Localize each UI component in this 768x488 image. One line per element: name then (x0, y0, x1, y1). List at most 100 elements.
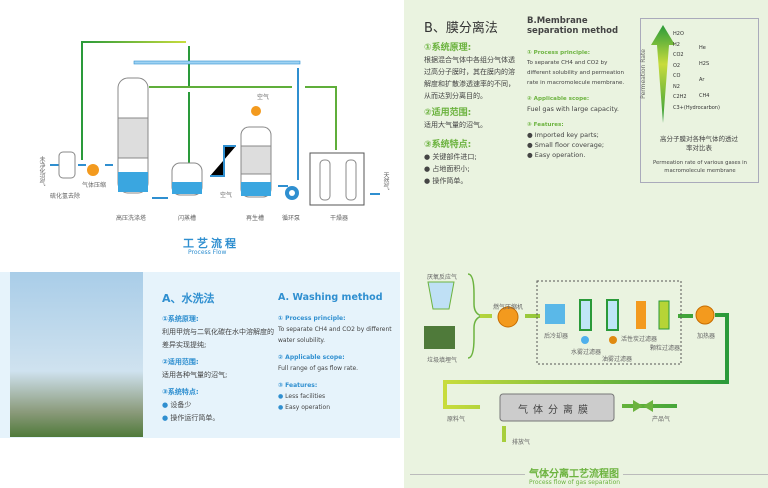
particle-filter-icon (658, 300, 670, 330)
label-compressor: 气体压缩 (82, 182, 107, 189)
membrane-en-p2: Fuel gas with large capacity. (527, 105, 619, 113)
washing-en-item: ● Less facilities (278, 393, 326, 400)
heater-icon (695, 305, 715, 325)
landfill-photo (424, 326, 455, 349)
gs-label-source2: 垃圾填埋气 (427, 357, 458, 364)
compressor-icon (87, 164, 99, 176)
gas-label: O2 (673, 62, 681, 69)
anaerobic-reactor-icon (427, 281, 455, 310)
flash-tank (171, 162, 203, 196)
washing-cn-p2: 适用各种气量的沼气; (162, 371, 228, 379)
membrane-cn-p2: 适用大气量的沼气。 (424, 121, 487, 129)
membrane-en-item: ● Easy operation. (527, 151, 586, 159)
gas-label: CH4 (699, 93, 710, 99)
gas-separation-diagram (424, 273, 729, 442)
membrane-cn-item: ● 占地面积小; (424, 165, 470, 173)
gas-label: N2 (673, 83, 680, 90)
dryer-box (309, 152, 365, 206)
label-dryer: 干燥器 (330, 215, 349, 222)
gas-label: Ar (699, 77, 705, 83)
pretreatment-box (536, 280, 682, 365)
gas-label: C3+(Hydrocarbon) (673, 104, 720, 111)
label-natural-gas: 天然气 (382, 172, 389, 190)
gs-label-heater: 加热器 (697, 333, 716, 340)
membrane-cn-item: ● 关键部件进口; (424, 153, 477, 161)
membrane-cn-p1: 根据混合气体中各组分气体透过高分子膜时，其在膜内的溶解度和扩散渗透速率的不同，从… (424, 56, 515, 100)
gas-sep-subtitle: Process flow of gas separation (529, 479, 621, 486)
washing-en-p1: To separate CH4 and CO2 by different wat… (278, 326, 392, 344)
process-flow-diagram: 未净化沼气 硫化氢去除 气体压缩 高压洗涤塔 闪蒸槽 空气 再生槽 循环泵 干燥… (0, 0, 400, 270)
label-air-in: 空气 (220, 192, 233, 199)
washing-cn-item: ● 设备少 (162, 401, 192, 409)
washing-en-h2: ② Applicable scope: (278, 354, 345, 361)
process-flow-title: 工艺流程 (183, 237, 239, 250)
gs-label-feed: 原料气 (447, 416, 466, 423)
washing-en-item: ● Easy operation (278, 404, 331, 411)
process-flow-subtitle: Process Flow (188, 249, 227, 256)
washing-en-h1: ① Process principle: (278, 315, 346, 322)
gas-label: CO2 (673, 52, 684, 58)
membrane-title-cn: B、膜分离法 (424, 21, 498, 36)
washing-cn-h1: ①系统原理: (162, 315, 199, 323)
regen-tank (240, 126, 272, 198)
gs-label-water-filter: 水雾过滤器 (571, 349, 602, 356)
gs-label-exhaust: 排放气 (512, 439, 531, 446)
label-scrubber: 高压洗涤塔 (116, 215, 147, 222)
gs-label-source1: 厌氧反应气 (427, 274, 458, 281)
membrane-cn-h2: ②适用范围: (424, 108, 472, 118)
gas-sep-title: 气体分离工艺流程图 (525, 465, 623, 480)
label-h2s-removal: 硫化氢去除 (50, 193, 81, 200)
permeation-axis-label: Permeation Rate (640, 49, 647, 99)
h2s-removal-vessel (58, 151, 76, 179)
gas-compressor-icon (497, 306, 519, 328)
permeation-caption-en: Permeation rate of various gases in macr… (652, 160, 748, 174)
washing-cn-item: ● 操作运行简单。 (162, 414, 220, 422)
blower-icon (251, 106, 261, 116)
activated-carbon-filter-icon (636, 301, 646, 329)
label-raw-gas: 未净化沼气 (38, 156, 45, 186)
membrane-en-h1: ① Process principle: (527, 50, 590, 56)
washing-en-h3: ③ Features: (278, 382, 318, 389)
washing-cn-h2: ②适用范围: (162, 358, 199, 366)
label-air-out: 空气 (257, 94, 270, 101)
membrane-title-en: B.Membrane separation method (527, 16, 619, 36)
oil-filter-icon (606, 299, 619, 331)
plant-photo (10, 272, 143, 437)
gas-label: H2O (673, 31, 684, 37)
washing-cn-h3: ③系统特点: (162, 388, 199, 396)
label-regen-tank: 再生槽 (246, 215, 265, 222)
membrane-en-h2: ② Applicable scope: (527, 96, 590, 102)
membrane-cn-h1: ①系统原理: (424, 43, 472, 53)
gs-label-membrane: 气体分离膜 (518, 405, 593, 416)
gs-label-product: 产品气 (652, 416, 671, 423)
gas-label: CO (673, 73, 681, 79)
washing-title-en: A. Washing method (278, 292, 383, 303)
gas-label: C2H2 (673, 94, 687, 100)
gs-label-oil-filter: 油雾过滤器 (602, 356, 633, 363)
label-flash-tank: 闪蒸槽 (178, 215, 197, 222)
washing-en-p2: Full range of gas flow rate. (278, 365, 359, 372)
membrane-cn-item: ● 操作简单。 (424, 177, 468, 185)
washing-title-cn: A、水洗法 (162, 292, 215, 305)
membrane-cn-h3: ③系统特点: (424, 140, 472, 150)
membrane-en-item: ● Small floor coverage; (527, 141, 605, 149)
membrane-en-item: ● Imported key parts; (527, 131, 599, 139)
valve-icon (633, 400, 653, 412)
washing-cn-p1: 利用甲烷与二氧化碳在水中溶解度的差异实现提纯; (162, 328, 274, 349)
gs-label-cooler: 后冷却器 (544, 333, 569, 340)
aftercooler-icon (545, 304, 565, 324)
permeation-caption-cn: 高分子膜对各种气体的透过率对比表 (660, 135, 738, 152)
scrubber-tower (117, 77, 149, 194)
gs-label-compressor: 燃气压缩机 (493, 304, 524, 311)
gas-label: H2 (673, 41, 680, 48)
permeation-arrow-icon (651, 25, 675, 123)
water-filter-icon (579, 299, 592, 331)
gas-label: He (699, 45, 706, 51)
membrane-en-h3: ③ Features: (527, 122, 564, 128)
process-flow-lines (50, 41, 380, 206)
label-pump: 循环泵 (282, 215, 301, 222)
gs-label-particle: 颗粒过滤器 (650, 345, 681, 352)
gas-label: H2S (699, 61, 710, 67)
membrane-en-p1: To separate CH4 and CO2 by different sol… (527, 60, 625, 86)
